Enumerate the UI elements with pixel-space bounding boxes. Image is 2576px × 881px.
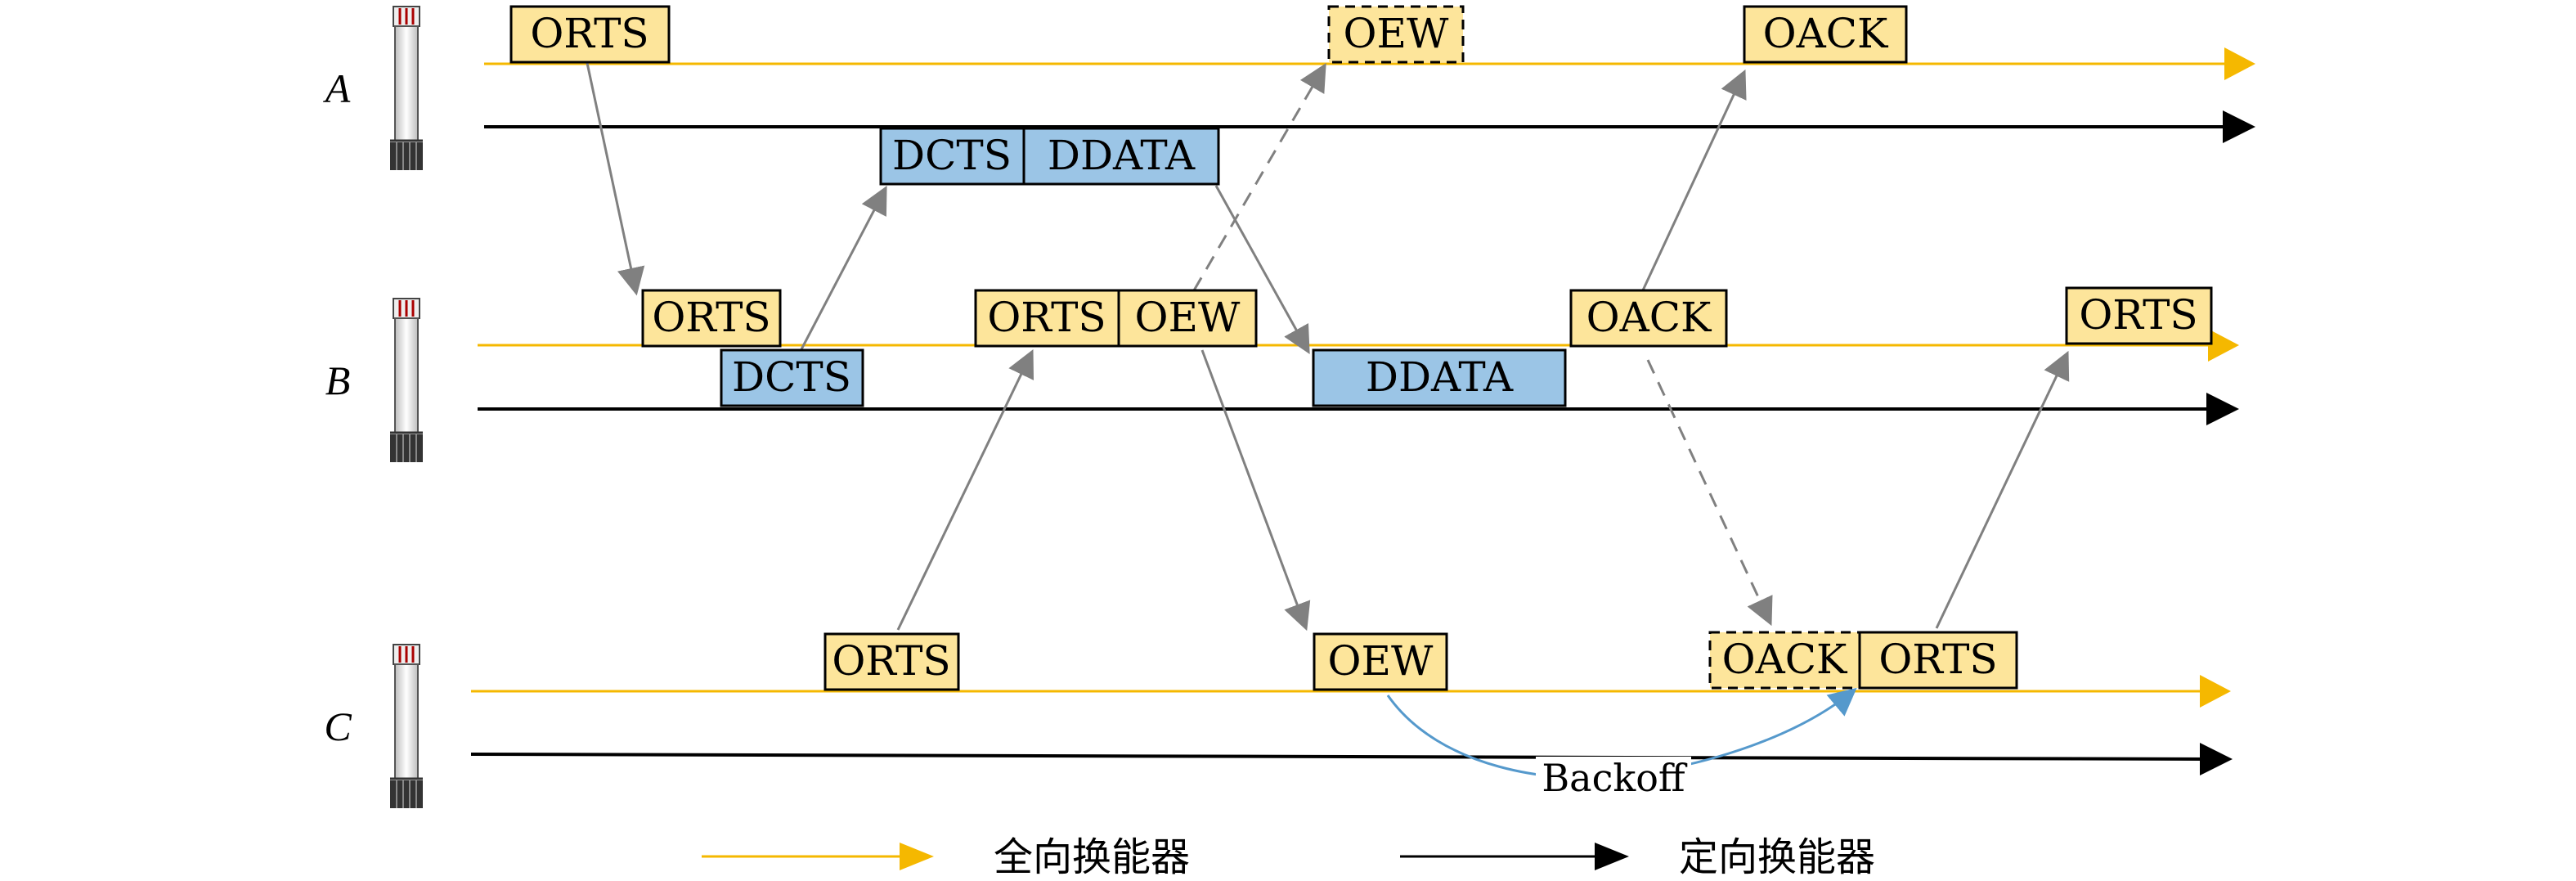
packet-c-oew: OEW xyxy=(1313,632,1448,691)
timeline-a-omni-arrowhead xyxy=(2224,47,2255,80)
packet-c-orts-1: ORTS xyxy=(824,632,960,691)
svg-text:ORTS: ORTS xyxy=(832,637,950,685)
svg-text:ORTS: ORTS xyxy=(2079,291,2197,339)
transducer-icon-a xyxy=(390,6,423,170)
svg-text:OEW: OEW xyxy=(1328,637,1434,685)
signal-arrow-oack-b-to-c xyxy=(1646,359,1773,627)
svg-text:OACK: OACK xyxy=(1586,294,1712,341)
packet-c-oack: OACK xyxy=(1708,631,1861,690)
packet-a-ddata: DDATA xyxy=(1022,127,1220,186)
svg-text:ORTS: ORTS xyxy=(987,294,1106,341)
signal-arrow-ddata-a-to-b xyxy=(1214,185,1310,354)
packet-b-orts-3: ORTS xyxy=(2065,286,2213,345)
legend-omni-label: 全向换能器 xyxy=(994,834,1190,880)
packet-a-oack: OACK xyxy=(1743,5,1908,64)
timeline-c-directional-arrowhead xyxy=(2200,743,2233,775)
packet-b-ddata: DDATA xyxy=(1312,348,1567,407)
transducer-icon-c xyxy=(390,644,423,808)
svg-text:OACK: OACK xyxy=(1722,636,1848,683)
timeline-b-directional-arrowhead xyxy=(2206,393,2239,425)
packet-a-oew: OEW xyxy=(1327,5,1465,64)
signal-arrow-orts-c-to-b xyxy=(896,348,1034,631)
packet-b-dcts: DCTS xyxy=(720,348,864,407)
svg-text:DDATA: DDATA xyxy=(1366,353,1514,401)
svg-text:ORTS: ORTS xyxy=(652,294,770,341)
timeline-c-omni-arrowhead xyxy=(2200,675,2231,708)
packet-b-oew: OEW xyxy=(1117,289,1258,348)
timeline-a-directional-arrowhead xyxy=(2223,110,2255,143)
node-label-a: A xyxy=(323,65,351,111)
legend-omni-arrowhead xyxy=(900,843,934,870)
signal-arrow-orts-a-to-b xyxy=(586,62,645,296)
backoff-label: Backoff xyxy=(1542,756,1688,800)
signal-arrow-oew-b-to-a xyxy=(1192,63,1326,291)
timeline-b-omni-arrowhead xyxy=(2208,329,2239,362)
svg-text:OACK: OACK xyxy=(1763,10,1889,57)
transducer-icon-b xyxy=(390,298,423,462)
node-label-c: C xyxy=(324,703,352,749)
packet-b-orts-1: ORTS xyxy=(641,289,782,348)
legend: 全向换能器 定向换能器 xyxy=(702,834,1875,880)
legend-directional-label: 定向换能器 xyxy=(1679,834,1875,880)
backoff-label-background xyxy=(1536,757,1691,802)
svg-text:ORTS: ORTS xyxy=(530,10,648,57)
svg-text:OEW: OEW xyxy=(1344,10,1449,57)
packet-b-orts-2: ORTS xyxy=(974,289,1120,348)
timeline-c-directional xyxy=(470,753,2209,761)
packet-b-oack: OACK xyxy=(1569,289,1728,348)
node-label-b: B xyxy=(325,357,351,403)
svg-text:ORTS: ORTS xyxy=(1878,636,1997,683)
signal-arrow-oack-b-to-a xyxy=(1640,69,1747,293)
packet-c-orts-2: ORTS xyxy=(1858,631,2018,690)
svg-text:DDATA: DDATA xyxy=(1048,132,1196,179)
signal-arrow-oew-b-to-c xyxy=(1200,349,1311,632)
packet-a-dcts: DCTS xyxy=(879,127,1025,186)
legend-directional-arrowhead xyxy=(1595,843,1629,870)
svg-text:DCTS: DCTS xyxy=(732,353,851,401)
packet-a-orts: ORTS xyxy=(509,5,671,64)
signal-arrow-orts-c-to-b-2 xyxy=(1935,350,2070,629)
svg-text:DCTS: DCTS xyxy=(892,132,1012,179)
signal-arrow-dcts-b-to-a xyxy=(800,185,887,350)
svg-text:OEW: OEW xyxy=(1135,294,1241,341)
